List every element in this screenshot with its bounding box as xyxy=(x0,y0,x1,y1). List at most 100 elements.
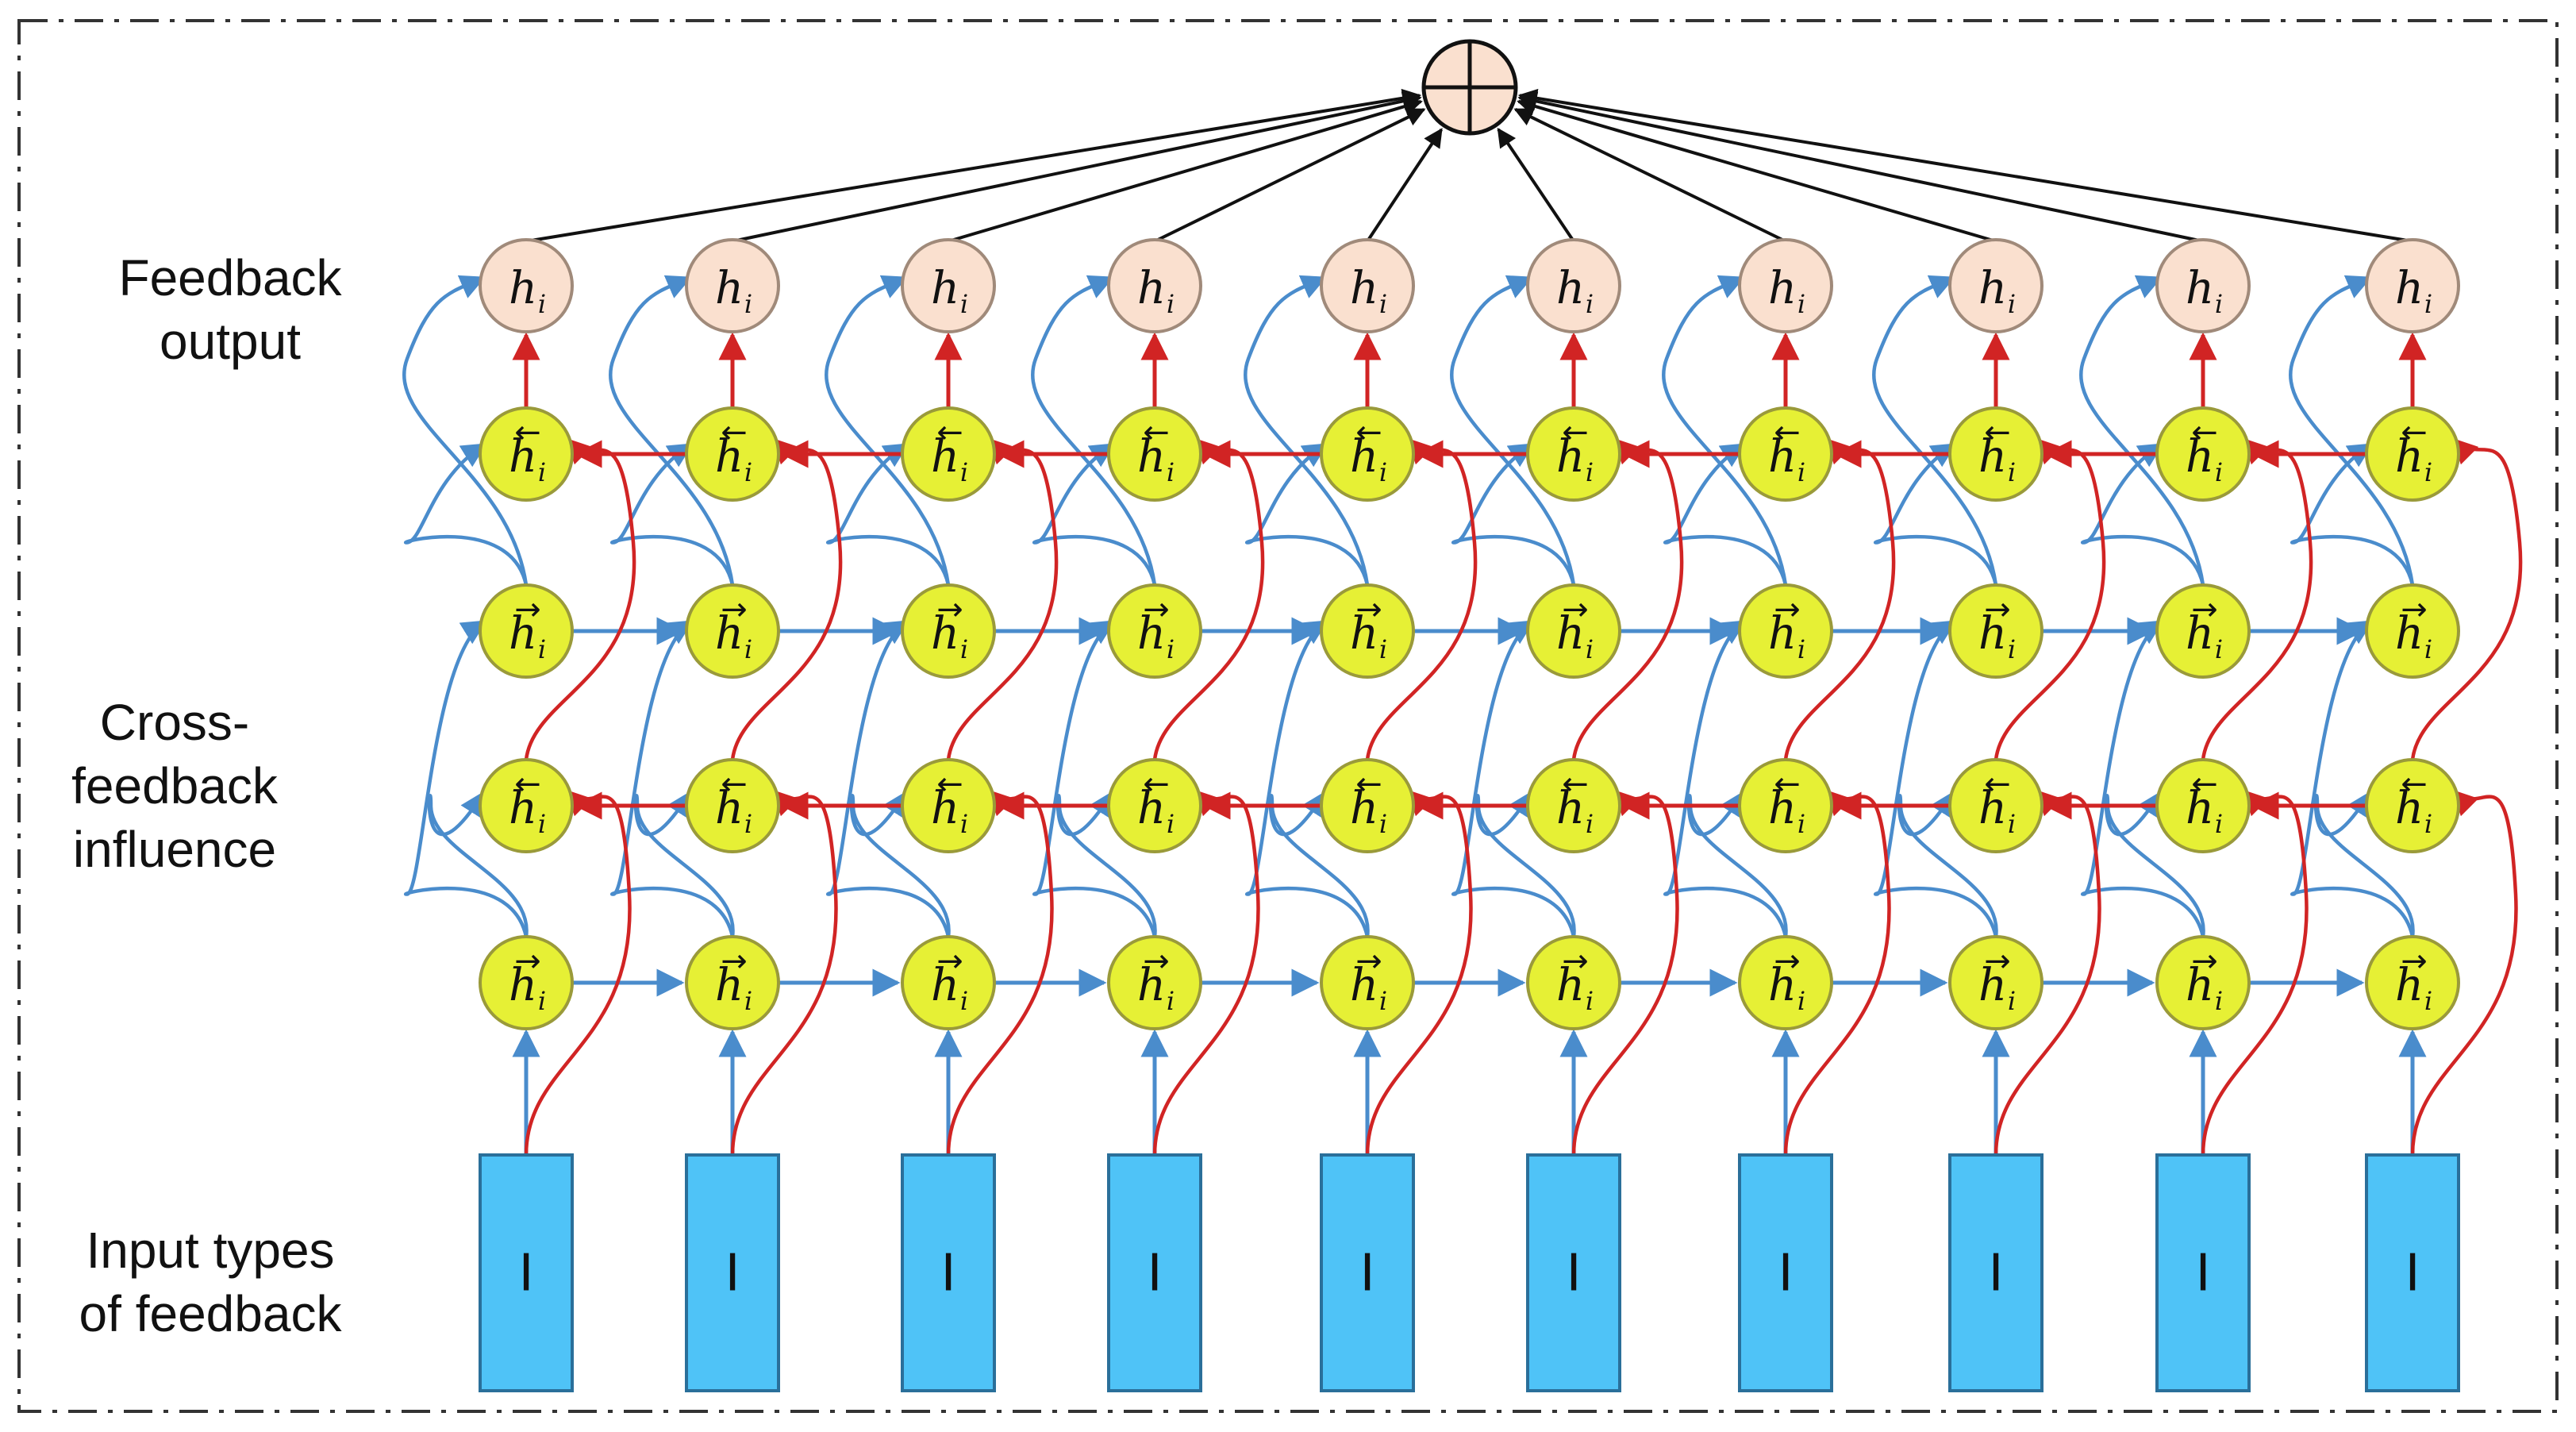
input-box: I xyxy=(479,1153,574,1392)
backward-arrow-icon: ← xyxy=(1984,766,2011,803)
backward-arrow-icon: ← xyxy=(1143,766,1170,803)
node-circle xyxy=(1107,238,1202,333)
node-symbol-h: h xyxy=(1556,263,1585,314)
forward-skip-edge xyxy=(1451,620,1576,937)
backward-arrow-icon: ← xyxy=(514,414,541,451)
forward-to-output-edge xyxy=(1872,275,1998,586)
backward-arrow-icon: ← xyxy=(514,766,541,803)
input-box-label: I xyxy=(941,1245,956,1303)
forward-to-output-edge xyxy=(1662,275,1788,586)
node-symbol-h: h xyxy=(931,608,959,660)
aggregate-edge xyxy=(1513,108,1786,243)
node-symbol-h: h xyxy=(509,431,537,483)
node-symbol-h: h xyxy=(715,263,744,314)
node-symbol-h: h xyxy=(2186,783,2214,834)
node-symbol-h: h xyxy=(2395,783,2424,834)
input-box-rect xyxy=(2155,1153,2251,1392)
node-symbol-h: h xyxy=(509,783,537,834)
node-symbol-h: h xyxy=(1137,608,1166,660)
node-circle xyxy=(1107,935,1202,1030)
node-symbol-subscript: i xyxy=(1167,634,1175,664)
node-symbol-subscript: i xyxy=(1797,809,1805,839)
node-symbol-subscript: i xyxy=(1167,289,1175,319)
input-box-label: I xyxy=(1778,1245,1794,1303)
node-symbol-h: h xyxy=(509,263,537,314)
forward-to-output-edge xyxy=(2079,275,2205,586)
node-circle xyxy=(479,758,574,853)
node-circle xyxy=(2365,935,2460,1030)
label-line: Feedback xyxy=(118,249,342,306)
node-circle xyxy=(2365,406,2460,502)
aggregate-edge xyxy=(1497,127,1575,243)
node-symbol-subscript: i xyxy=(1797,986,1805,1016)
node-symbol-h: h xyxy=(1137,263,1166,314)
backward-arrow-icon: ← xyxy=(2401,766,2428,803)
node-circle xyxy=(685,238,780,333)
node-circle xyxy=(1738,406,1833,502)
forward-to-output-edge xyxy=(1244,275,1370,586)
node-circle xyxy=(2155,583,2251,679)
node-symbol-h: h xyxy=(1556,431,1585,483)
node-symbol-h: h xyxy=(715,960,744,1011)
node-symbol-subscript: i xyxy=(2215,289,2223,319)
forward-skip-edge xyxy=(1032,443,1157,586)
aggregate-edge xyxy=(1517,88,2413,243)
forward-skip-edge xyxy=(403,443,529,586)
input-box-rect xyxy=(1738,1153,1833,1392)
forward-arrow-icon: → xyxy=(2191,943,2218,980)
input-to-backward-edge xyxy=(2410,789,2518,1156)
label-cross-feedback-influence: Cross- feedback influence xyxy=(40,691,310,881)
node-symbol-h: h xyxy=(1978,431,2007,483)
node-symbol-h: h xyxy=(1556,783,1585,834)
node-circle xyxy=(1107,406,1202,502)
node-symbol-h: h xyxy=(1978,608,2007,660)
input-box: I xyxy=(2155,1153,2251,1392)
backward-arrow-icon: ← xyxy=(936,766,963,803)
node-circle xyxy=(901,583,996,679)
forward-arrow-icon: → xyxy=(1143,943,1170,980)
input-box: I xyxy=(1738,1153,1833,1392)
input-box-label: I xyxy=(1989,1245,2004,1303)
forward-edges xyxy=(402,275,2427,1155)
node-circle xyxy=(479,583,574,679)
input-box-rect xyxy=(685,1153,780,1392)
input-box-label: I xyxy=(2196,1245,2211,1303)
node-symbol-h: h xyxy=(715,431,744,483)
node-symbol-subscript: i xyxy=(2215,457,2223,487)
node-symbol-h: h xyxy=(2186,960,2214,1011)
backward-arrow-icon: ← xyxy=(2191,414,2218,451)
node-symbol-h: h xyxy=(2395,960,2424,1011)
node-circle xyxy=(1526,406,1621,502)
node-symbol-h: h xyxy=(1350,431,1378,483)
backward-arrow-icon: ← xyxy=(1774,414,1801,451)
forward-cross-edge xyxy=(1474,791,1576,937)
node-symbol-subscript: i xyxy=(1379,634,1387,664)
node-circle xyxy=(1948,406,2043,502)
forward-arrow-icon: → xyxy=(721,591,748,628)
input-box-rect xyxy=(2365,1153,2460,1392)
label-line: Input types xyxy=(86,1222,335,1279)
label-line: feedback xyxy=(71,757,278,814)
diagram-frame xyxy=(17,19,2559,1413)
